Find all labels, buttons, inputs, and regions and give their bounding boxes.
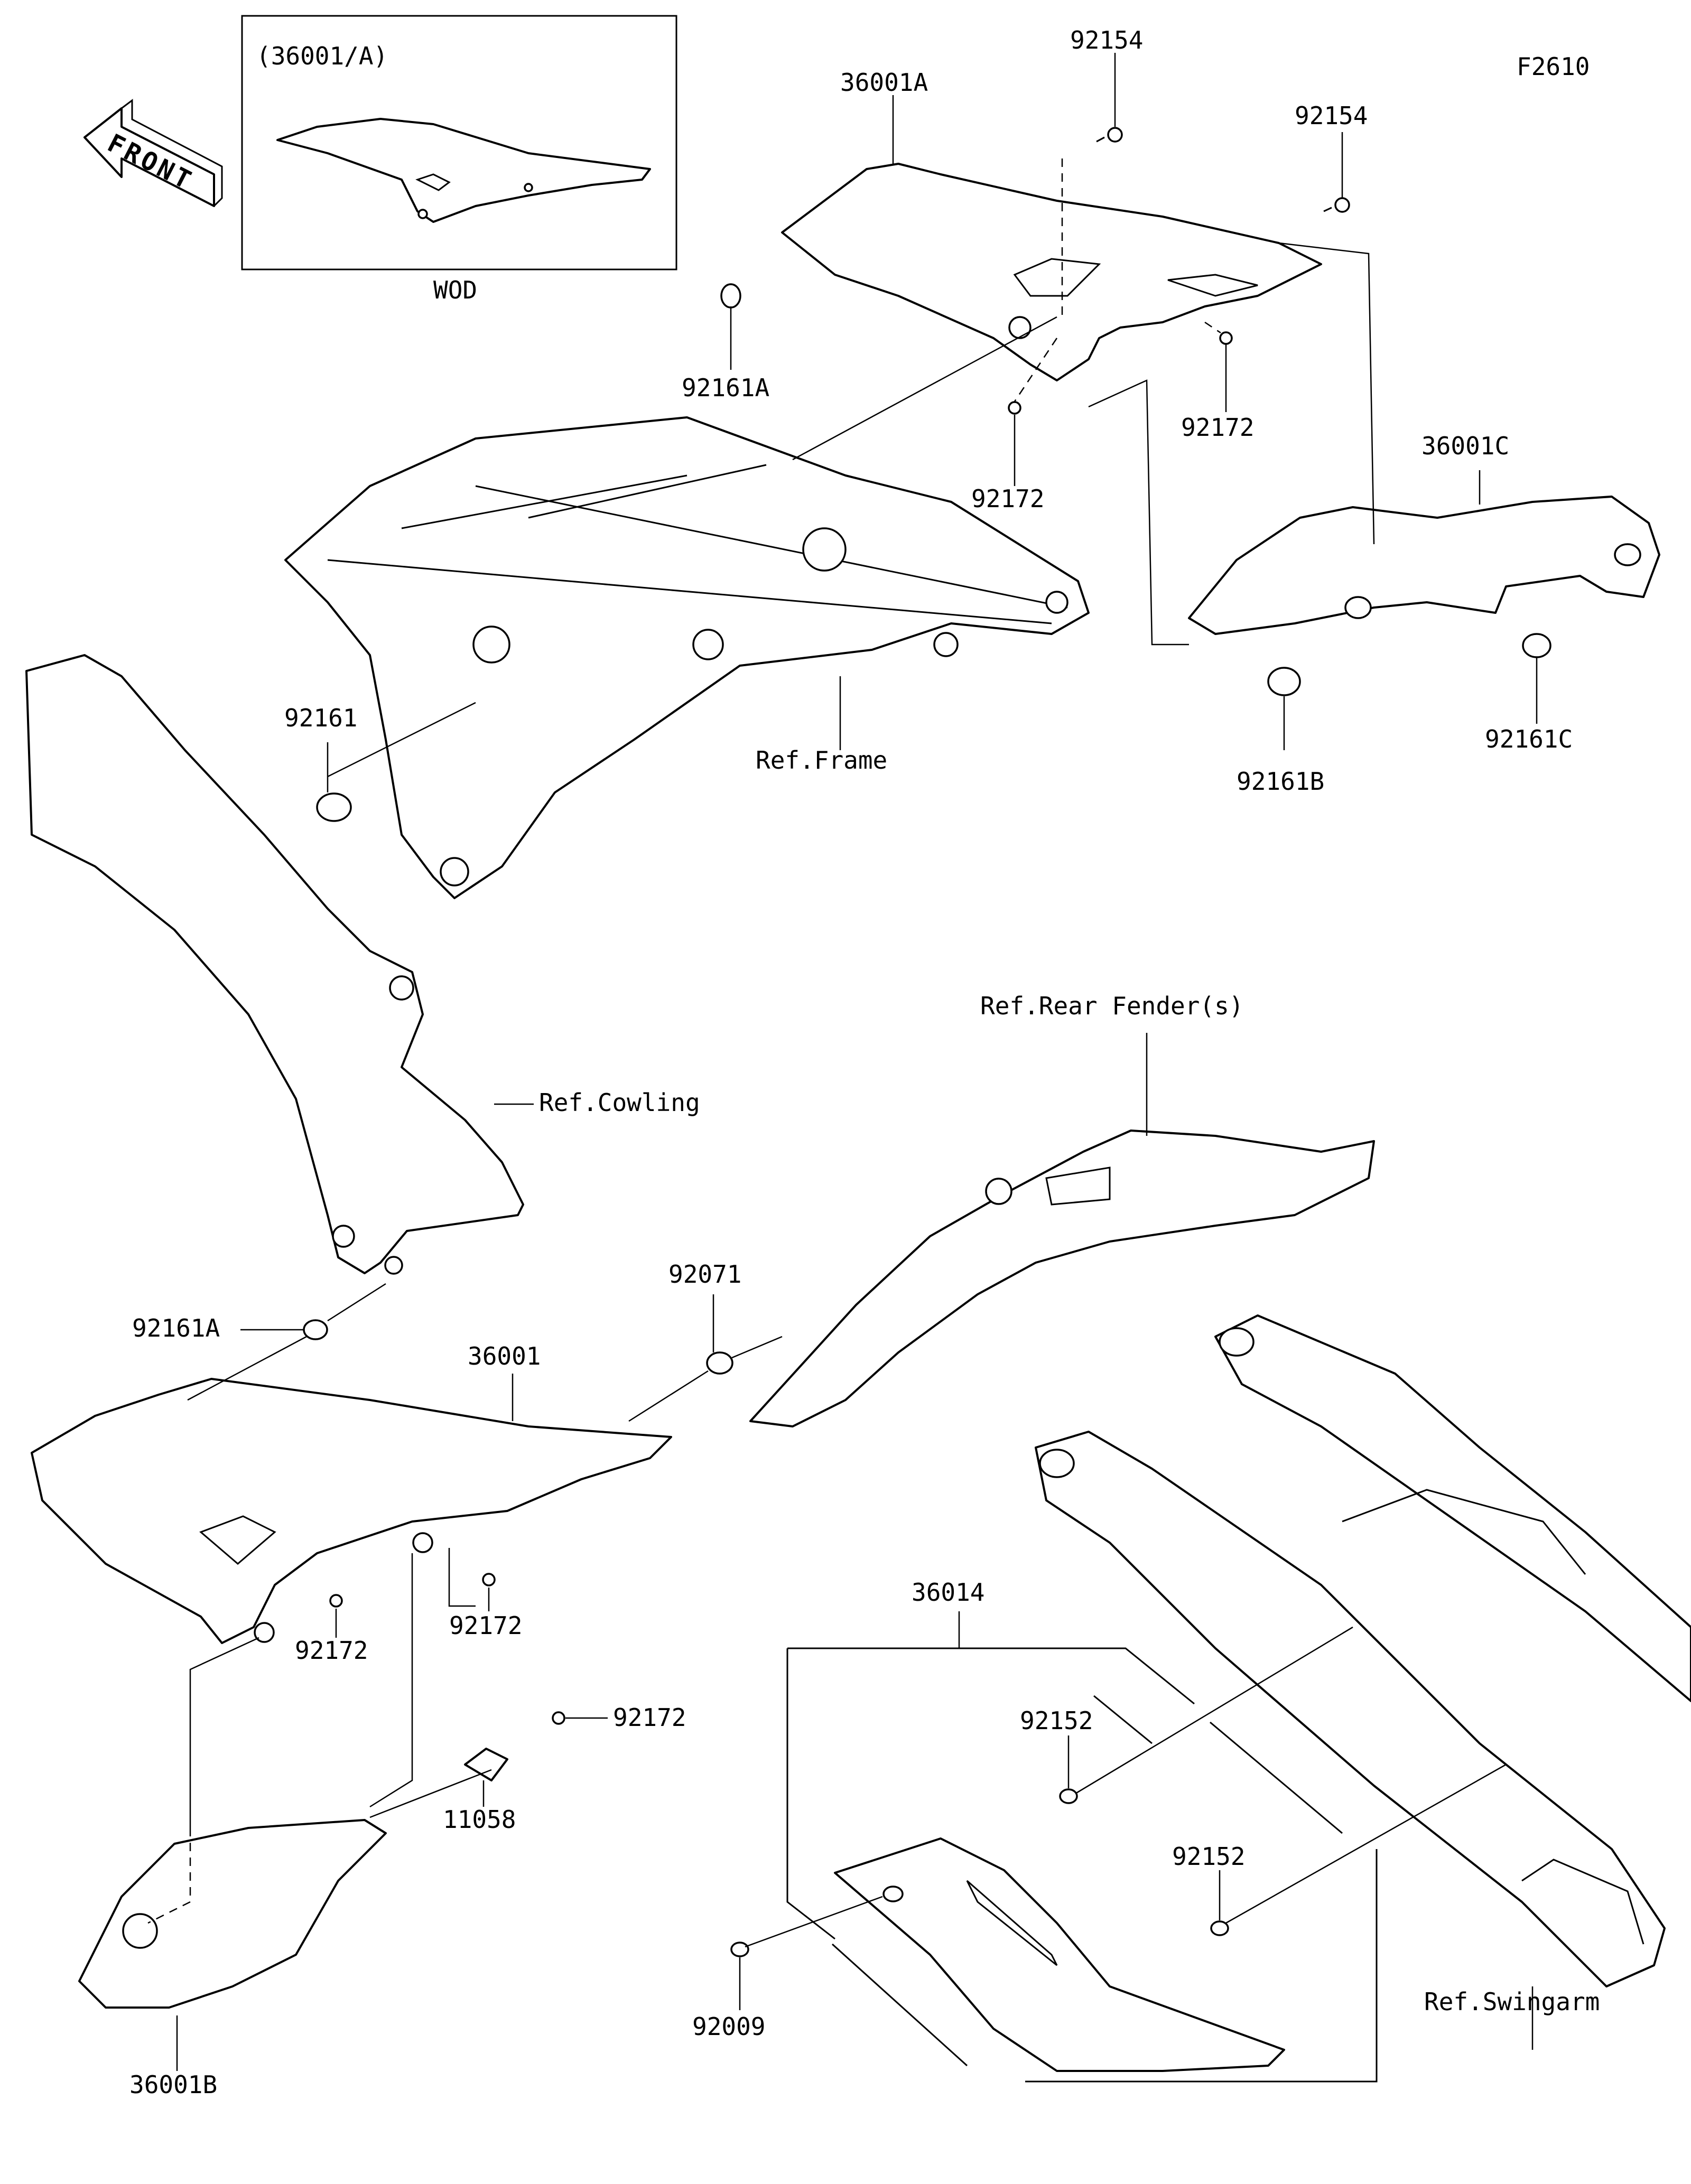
figure-code: F2610: [1517, 52, 1590, 81]
screw-92172-top-icon: [1008, 401, 1021, 415]
rear-fender: [749, 1130, 1375, 1427]
callout-92071: 92071: [668, 1260, 741, 1289]
inset-caption: WOD: [433, 276, 477, 304]
callout-92161A-top: 92161A: [682, 374, 769, 402]
callout-36014: 36014: [912, 1578, 984, 1607]
callout-92172-top-center: 92172: [971, 484, 1044, 513]
grommet-92071-icon: [706, 1351, 733, 1375]
callout-92009: 92009: [692, 2012, 765, 2041]
assembly-lines: [147, 158, 1507, 1948]
callout-92161: 92161: [284, 704, 357, 732]
inset-box: (36001/A) WOD: [241, 15, 677, 304]
part-36014: [834, 1837, 1285, 2072]
callout-92161B: 92161B: [1237, 767, 1324, 796]
callout-labels: 92154 36001A 92154 92161A 92172 92172 36…: [129, 26, 1600, 2099]
callout-11058: 11058: [443, 1805, 516, 1834]
bolt-92154-top-icon: [1096, 127, 1123, 143]
grommet-92161-icon: [316, 792, 352, 822]
nut-92152-b-icon: [1210, 1920, 1229, 1936]
bolt-92009-icon: [730, 1942, 749, 1957]
part-36001A: [781, 163, 1322, 381]
grommet-92161A-mid-icon: [303, 1319, 328, 1340]
callout-92172-clip: 92172: [613, 1703, 686, 1732]
clip-11058-icon: [464, 1748, 508, 1781]
screw-92172-mid-a-icon: [329, 1594, 343, 1608]
callout-92152-a: 92152: [1020, 1706, 1093, 1735]
inset-title: (36001/A): [256, 42, 388, 70]
part-36001C: [1188, 496, 1660, 635]
callout-92154-top: 92154: [1070, 26, 1143, 54]
grommet-92161A-top-icon: [720, 283, 741, 309]
leader-lines: [176, 53, 1538, 2083]
screw-92172-clip-icon: [552, 1711, 565, 1725]
grommet-92161C-icon: [1522, 633, 1551, 658]
callout-36001: 36001: [468, 1342, 541, 1370]
grommet-92161B-icon: [1267, 667, 1301, 696]
callout-92161A-mid: 92161A: [132, 1314, 220, 1342]
callout-36001A: 36001A: [840, 68, 928, 97]
screw-92172-right-icon: [1219, 331, 1233, 345]
screw-92172-mid-b-icon: [482, 1573, 496, 1586]
nut-92152-a-icon: [1059, 1788, 1078, 1804]
callout-92172-top-right: 92172: [1181, 413, 1254, 442]
swingarm: [1035, 1314, 1691, 1987]
callout-36001C: 36001C: [1421, 432, 1509, 460]
front-arrow-icon: FRONT: [83, 99, 223, 207]
part-36001: [31, 1378, 672, 1644]
callout-ref-swingarm: Ref.Swingarm: [1424, 1987, 1600, 2016]
bolt-92154-right-icon: [1323, 197, 1350, 213]
callout-36001B: 36001B: [129, 2070, 217, 2099]
part-36001B: [78, 1819, 387, 2009]
frame: [284, 416, 1090, 899]
callout-92172-mid-a: 92172: [295, 1636, 368, 1665]
hardware: [303, 127, 1551, 1957]
callout-ref-cowling: Ref.Cowling: [539, 1088, 700, 1117]
callout-92172-mid-b: 92172: [449, 1611, 522, 1640]
cowling: [25, 654, 524, 1275]
callout-92152-b: 92152: [1172, 1842, 1245, 1871]
callout-92154-right: 92154: [1295, 101, 1368, 130]
callout-92161C: 92161C: [1485, 725, 1573, 753]
callout-ref-rear-fender: Ref.Rear Fender(s): [980, 992, 1244, 1020]
callout-ref-frame: Ref.Frame: [756, 746, 887, 774]
